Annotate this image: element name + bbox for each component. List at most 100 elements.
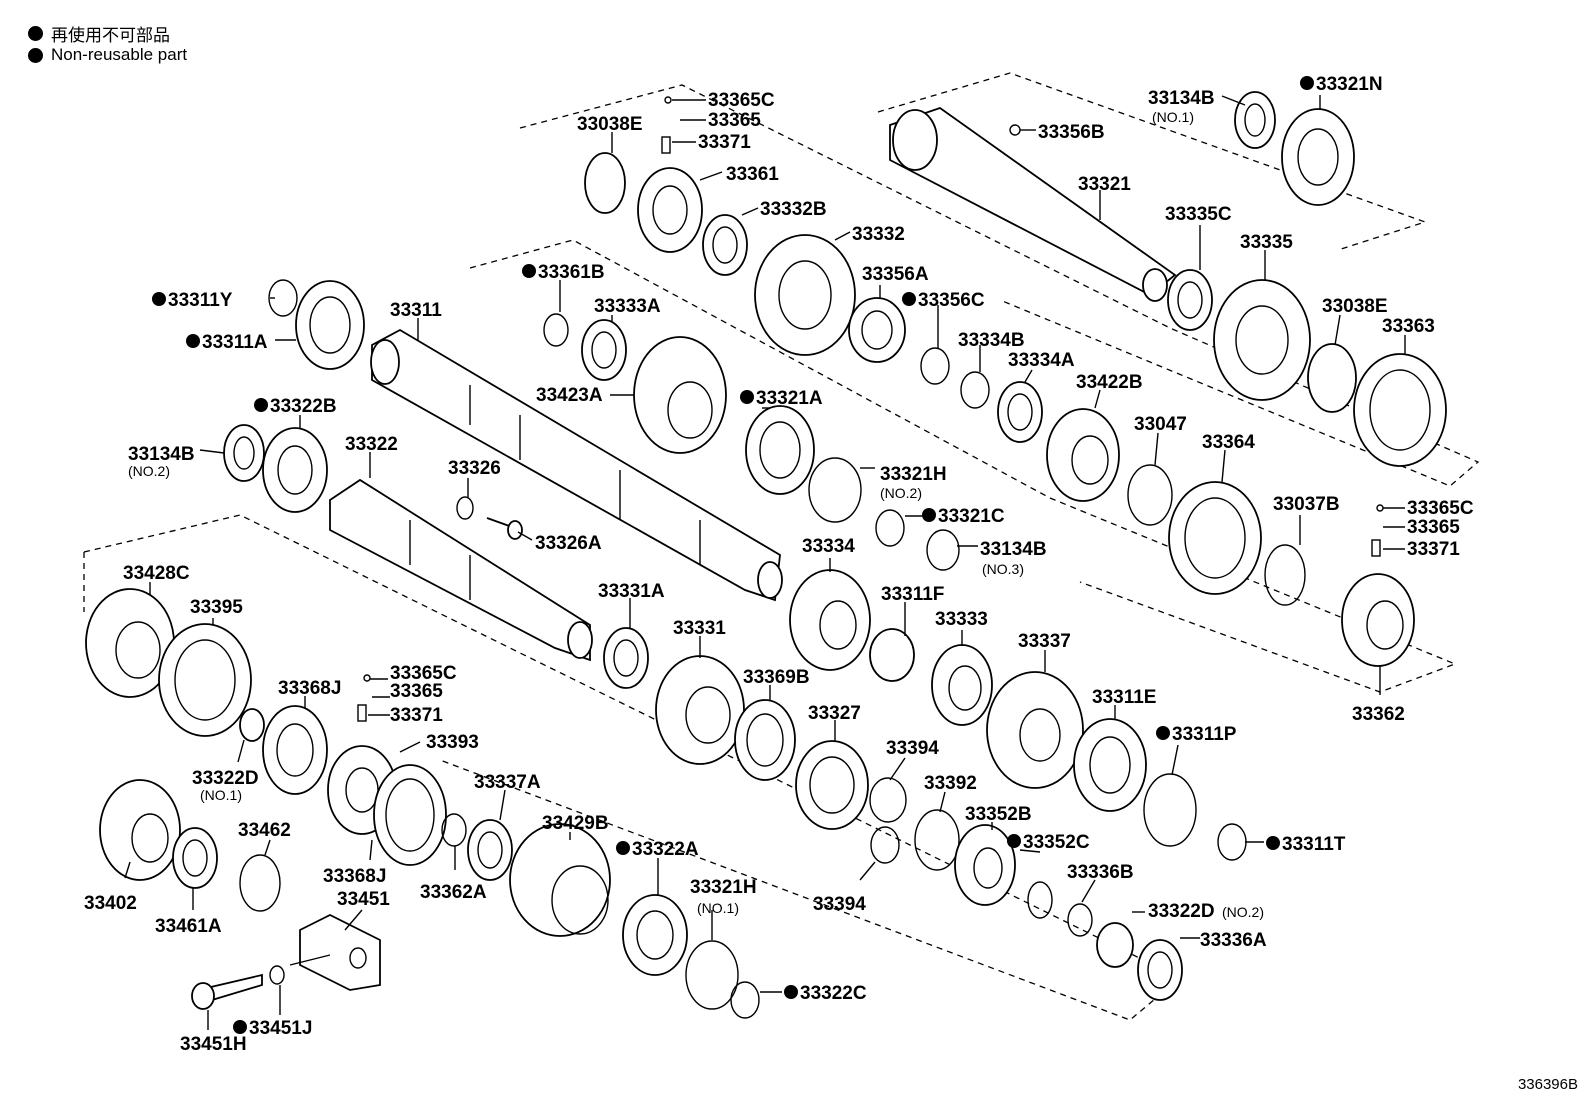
part-number: 33322 [345,434,398,455]
part-number: 33334A [1008,350,1075,371]
part-label: 33451J [233,1018,312,1039]
part-label: 33334 [802,536,855,557]
part-number: 33402 [84,893,137,914]
part-label: 33461A [155,916,222,937]
part-number: 33393 [426,732,479,753]
part-variant: (NO.2) [880,485,922,501]
part-number: 33322D [1148,901,1215,922]
part-number: 33362 [1352,704,1405,725]
non-reusable-dot-icon [28,25,43,41]
part-number: 33327 [808,703,861,724]
part-number: 33337 [1018,631,1071,652]
part-number: 33038E [1322,296,1388,317]
part-number: 33451H [180,1034,247,1055]
part-number: 33134B [980,539,1047,560]
part-number: 33451 [337,889,390,910]
group-box-upper-right [877,72,1428,251]
part-number: 33363 [1382,316,1435,337]
part-label: 33356A [862,264,929,285]
part-label: 33038E [577,114,643,135]
non-reusable-dot-icon [233,1020,247,1034]
part-label: 33322A [616,839,699,860]
part-label: 33336B [1067,862,1134,883]
part-label: 33371 [1407,539,1460,560]
part-number: 33311P [1172,724,1237,745]
part-number: 33361B [538,262,605,283]
part-number: 33332 [852,224,905,245]
part-label: 33462 [238,820,291,841]
part-number: 33369B [743,667,810,688]
part-variant: (NO.1) [697,900,739,916]
part-label: 33356B [1038,122,1105,143]
part-number: 33134B [1148,88,1215,109]
part-label: 33335C [1165,204,1232,225]
part-label: 33332 [852,224,905,245]
part-label: 33322D(NO.1) [192,768,259,803]
part-number: 33335 [1240,232,1293,253]
part-label: 33337 [1018,631,1071,652]
part-label: 33311Y [152,290,233,311]
non-reusable-dot-icon [922,508,936,522]
part-label: 33423A [536,385,603,406]
non-reusable-dot-icon [740,390,754,404]
shaft-33322 [329,478,593,662]
part-number: 33423A [536,385,603,406]
part-number: 33336B [1067,862,1134,883]
part-label: 33362 [1352,704,1405,725]
part-label: 33322B [254,396,337,417]
part-label: 33451H [180,1034,247,1055]
part-number: 33334 [802,536,855,557]
part-number: 33365C [390,663,457,684]
part-number: 33392 [924,773,977,794]
part-label: 33363 [1382,316,1435,337]
part-label: 33327 [808,703,861,724]
part-number: 33037B [1273,494,1340,515]
non-reusable-dot-icon [1266,836,1280,850]
non-reusable-dot-icon [1007,834,1021,848]
part-label: 33134B(NO.2) [128,444,195,479]
part-number: 33356C [918,290,985,311]
part-label: 33322 [345,434,398,455]
part-label: 33321C [922,506,1005,527]
part-number: 33362A [420,882,487,903]
part-number: 33331A [598,581,665,602]
part-number: 33422B [1076,372,1143,393]
part-number: 33395 [190,597,243,618]
part-label: 33356C [902,290,985,311]
part-label: 33365 [1407,517,1460,538]
part-number: 33311F [881,584,944,605]
part-label: 33134B(NO.3) [980,539,1047,577]
part-label: 33334A [1008,350,1075,371]
part-number: 33326 [448,458,501,479]
part-number: 33322B [270,396,337,417]
part-label: 33392 [924,773,977,794]
part-number: 33365C [1407,498,1474,519]
part-number: 33322C [800,983,867,1004]
part-label: 33361B [522,262,605,283]
shaft-33311 [370,328,783,602]
part-label: 33326 [448,458,501,479]
part-label: 33394 [886,738,939,759]
part-number: 33394 [813,894,866,915]
part-number: 33337A [474,772,541,793]
part-number: 33356A [862,264,929,285]
part-label: 33334B [958,330,1025,351]
part-label: 33371 [390,705,443,726]
part-variant: (NO.3) [982,561,1024,577]
part-number: 33134B [128,444,195,465]
part-number: 33394 [886,738,939,759]
part-variant: (NO.1) [200,787,242,803]
non-reusable-dot-icon [784,985,798,999]
part-label: 33422B [1076,372,1143,393]
part-number: 33321H [880,464,947,485]
part-number: 33336A [1200,930,1267,951]
part-label: 33352C [1007,832,1090,853]
part-label: 33393 [426,732,479,753]
non-reusable-dot-icon [616,841,630,855]
part-label: 33321A [740,388,823,409]
part-variant: (NO.1) [1152,109,1194,125]
part-label: 33322D(NO.2) [1148,901,1264,922]
part-label: 33311T [1266,834,1346,855]
